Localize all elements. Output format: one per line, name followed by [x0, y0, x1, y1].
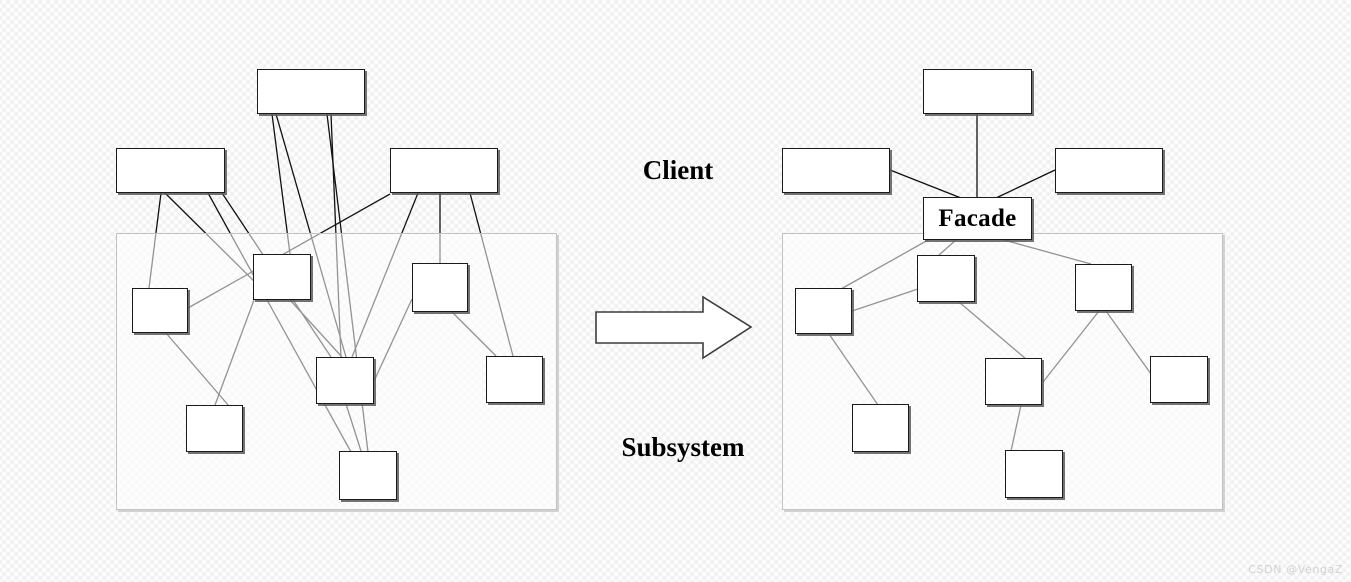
right-client-box-3[interactable]	[1055, 148, 1163, 193]
left-subsystem-box-4[interactable]	[186, 405, 243, 452]
right-subsystem-box-5[interactable]	[985, 358, 1042, 405]
watermark-text: CSDN @VengaZ	[1248, 563, 1343, 576]
subsystem-section-label: Subsystem	[621, 432, 745, 462]
client-section-label: Client	[642, 155, 714, 185]
right-subsystem-box-6[interactable]	[1150, 356, 1208, 403]
left-subsystem-box-7[interactable]	[339, 451, 397, 500]
right-client-box-2[interactable]	[782, 148, 890, 193]
transform-arrow	[595, 295, 753, 360]
right-subsystem-box-7[interactable]	[1005, 450, 1063, 498]
right-subsystem-box-3[interactable]	[1075, 264, 1132, 311]
left-client-box-2[interactable]	[116, 148, 225, 193]
left-client-box-3[interactable]	[390, 148, 498, 193]
facade-label: Facade	[938, 204, 1017, 232]
left-client-box-1[interactable]	[257, 69, 365, 114]
right-subsystem-box-2[interactable]	[917, 255, 975, 302]
left-subsystem-box-5[interactable]	[316, 357, 374, 404]
left-subsystem-box-2[interactable]	[253, 254, 311, 300]
right-client-box-1[interactable]	[923, 69, 1032, 114]
left-subsystem-box-6[interactable]	[486, 356, 543, 403]
left-subsystem-box-1[interactable]	[132, 288, 188, 333]
facade-box[interactable]: Facade	[923, 197, 1032, 240]
right-subsystem-box-4[interactable]	[852, 404, 909, 452]
right-subsystem-box-1[interactable]	[795, 288, 852, 334]
left-subsystem-box-3[interactable]	[412, 263, 468, 312]
